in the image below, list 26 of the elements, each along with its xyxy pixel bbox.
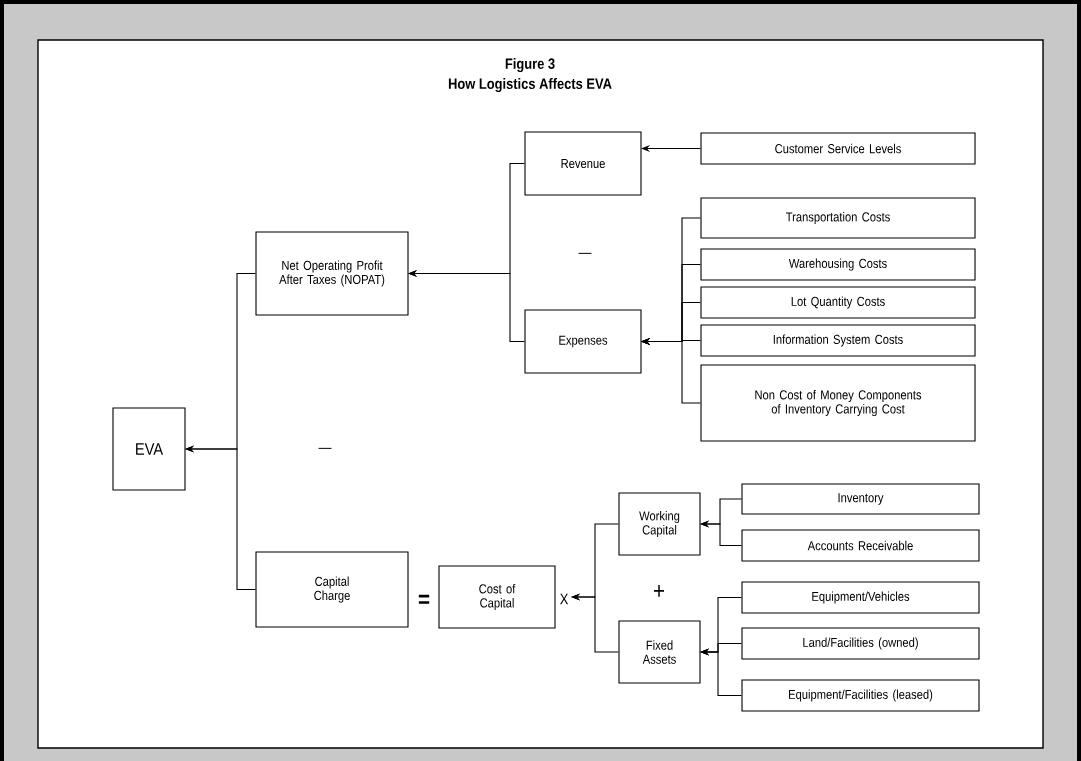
operator-sign: + [654, 585, 664, 597]
box: Land/Facilities (owned) [741, 627, 980, 660]
box: Information System Costs [700, 324, 976, 357]
box: EVA [112, 407, 186, 491]
box: Inventory [741, 483, 980, 515]
box: Accounts Receivable [741, 529, 980, 562]
box: Equipment/Facilities (leased) [741, 679, 980, 712]
box: Cost of Capital [438, 565, 556, 629]
operator-sign: — [318, 447, 332, 449]
box: Equipment/Vehicles [741, 581, 980, 614]
box: Expenses [524, 309, 642, 374]
box: Customer Service Levels [700, 132, 976, 165]
figure-number: Figure 3 [505, 58, 555, 73]
title: How Logistics Affects EVA [448, 78, 612, 93]
operator-sign: X [560, 593, 569, 605]
box: Net Operating Profit After Taxes (NOPAT) [255, 231, 409, 316]
operator-sign: = [418, 594, 430, 604]
box: Lot Quantity Costs [700, 286, 976, 319]
operator-sign: — [578, 252, 592, 254]
box: Warehousing Costs [700, 248, 976, 281]
box: Revenue [524, 131, 642, 196]
box: Capital Charge [255, 551, 409, 628]
box: Working Capital [618, 492, 701, 556]
box: Fixed Assets [618, 620, 701, 684]
box: Non Cost of Money Components of Inventory Carrying Cost [700, 364, 976, 442]
box: Transportation Costs [700, 197, 976, 239]
